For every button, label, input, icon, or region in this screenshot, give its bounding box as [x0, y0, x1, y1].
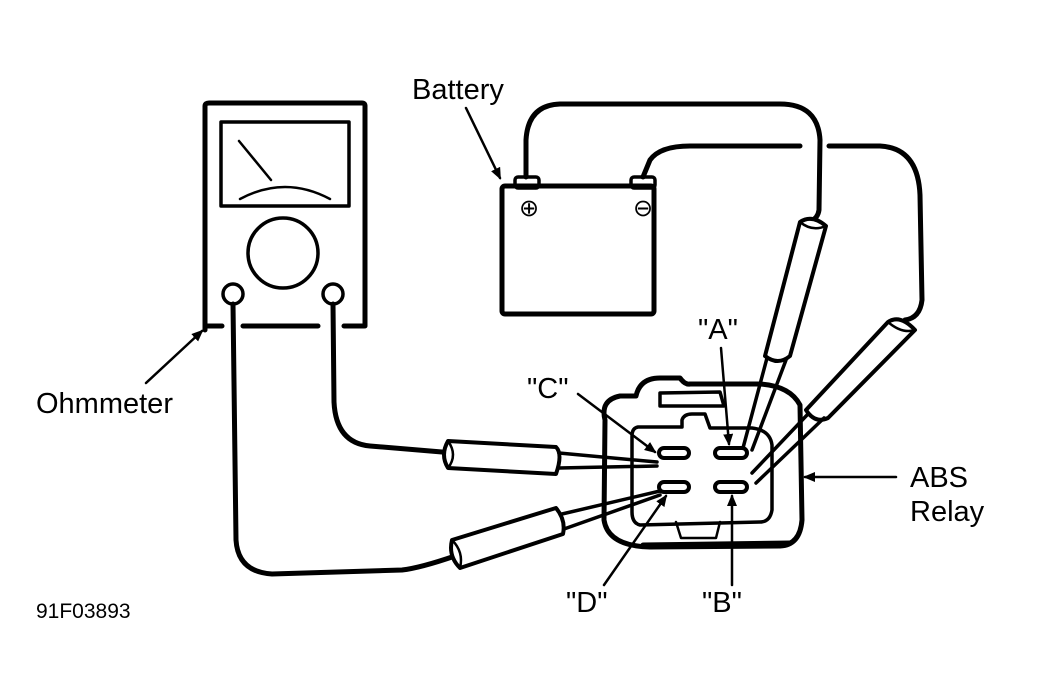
terminal-b-pin[interactable]	[713, 480, 749, 494]
battery-negative-cable	[640, 143, 925, 323]
ohmmeter	[202, 100, 368, 333]
terminal-d-leader-arrow	[602, 494, 668, 587]
terminal-c-label: "C"	[527, 373, 569, 405]
probe-d	[449, 489, 662, 570]
probe-c	[442, 439, 659, 476]
terminal-a-pin[interactable]	[713, 446, 749, 460]
battery-negative-icon: ⊖	[633, 195, 653, 222]
abs-relay-top-tab	[658, 390, 726, 408]
ohmmeter-leader-arrow	[144, 329, 204, 385]
terminal-a-leader-arrow	[719, 346, 734, 446]
abs-relay-bottom-tab	[674, 520, 722, 540]
terminal-b-label: "B"	[702, 587, 742, 619]
ohmmeter-selector-dial[interactable]	[246, 216, 320, 290]
abs-relay-base	[640, 540, 793, 548]
ohmmeter-needle	[237, 139, 273, 182]
abs-relay-socket-outline	[630, 412, 774, 527]
ohmmeter-scale-arc	[238, 185, 332, 201]
battery-positive-icon: ⊕	[519, 195, 539, 222]
terminal-c-leader-arrow	[576, 392, 657, 454]
ohmmeter-jack-left	[221, 282, 245, 306]
ohmmeter-label: Ohmmeter	[36, 388, 173, 420]
ohmmeter-lead-left-wire	[230, 301, 458, 577]
battery-leader-arrow	[464, 106, 502, 180]
terminal-c-pin[interactable]	[657, 446, 691, 460]
probe-a	[741, 216, 828, 452]
terminal-a-label: "A"	[698, 314, 738, 346]
battery: ⊕ ⊖	[499, 175, 657, 317]
terminal-d-label: "D"	[566, 587, 608, 619]
abs-relay-label-line1: ABS	[910, 462, 968, 494]
terminal-d-pin[interactable]	[657, 480, 691, 494]
ohmmeter-jack-right	[321, 282, 345, 306]
ohmmeter-meter-window	[219, 120, 351, 208]
probe-b	[750, 317, 917, 485]
ohmmeter-lead-right-wire	[330, 301, 445, 455]
ohmmeter-case	[202, 100, 368, 333]
figure-code: 91F03893	[36, 600, 131, 623]
abs-relay	[601, 375, 805, 550]
battery-case	[499, 183, 657, 317]
battery-positive-cable	[523, 101, 823, 225]
battery-label: Battery	[412, 74, 504, 106]
abs-relay-label-line2: Relay	[910, 496, 985, 528]
